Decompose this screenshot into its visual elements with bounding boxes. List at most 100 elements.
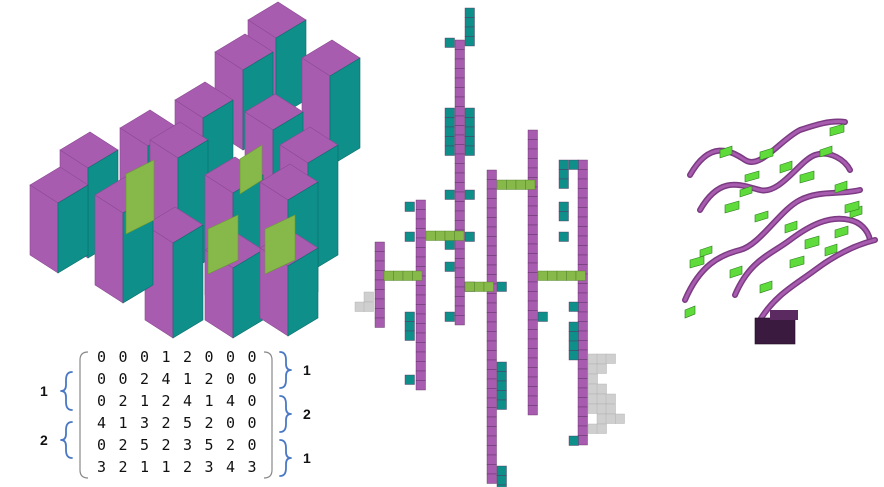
right-brace-2 <box>279 395 292 433</box>
magenta-column <box>486 169 497 180</box>
teal-stub <box>558 211 569 222</box>
green-leaf <box>739 185 753 198</box>
magenta-column <box>415 285 426 296</box>
magenta-column <box>486 340 497 351</box>
green-leaf <box>834 225 849 239</box>
magenta-column <box>486 188 497 199</box>
magenta-column <box>527 205 538 216</box>
magenta-column <box>486 388 497 399</box>
right-brace-1 <box>279 351 292 389</box>
magenta-column <box>527 234 538 245</box>
ribbon-highlight <box>758 238 877 322</box>
green-connector <box>506 179 517 190</box>
green-leaf <box>829 123 845 137</box>
magenta-column <box>527 281 538 292</box>
magenta-column <box>527 319 538 330</box>
green-highlight-face <box>125 159 155 235</box>
magenta-column <box>577 302 588 313</box>
left-brace-2 <box>60 421 73 459</box>
magenta-column <box>374 279 385 290</box>
magenta-column <box>527 386 538 397</box>
magenta-column <box>486 217 497 228</box>
gray-cell <box>596 383 607 394</box>
magenta-column <box>577 368 588 379</box>
teal-stub <box>464 145 475 156</box>
matrix-cell: 2 <box>119 392 128 410</box>
green-connector <box>515 179 526 190</box>
gray-cell <box>587 403 598 414</box>
magenta-column <box>415 218 426 229</box>
magenta-column <box>454 106 465 117</box>
matrix-cell: 0 <box>140 348 149 366</box>
gray-cell <box>596 363 607 374</box>
left-label-1: 1 <box>40 383 48 399</box>
magenta-column <box>577 226 588 237</box>
teal-stub <box>444 37 455 48</box>
magenta-column <box>374 241 385 252</box>
green-leaf <box>699 245 713 258</box>
magenta-column <box>415 209 426 220</box>
magenta-column <box>454 267 465 278</box>
magenta-column <box>486 255 497 266</box>
matrix-cell: 1 <box>140 458 149 476</box>
ribbon-strand <box>687 118 848 178</box>
magenta-column <box>486 397 497 408</box>
magenta-column <box>577 406 588 417</box>
teal-stub <box>558 231 569 242</box>
magenta-column <box>454 277 465 288</box>
magenta-column <box>374 260 385 271</box>
green-connector <box>412 270 423 281</box>
matrix-cell: 1 <box>205 392 214 410</box>
matrix-cell: 0 <box>248 414 257 432</box>
magenta-column <box>527 139 538 150</box>
magenta-column <box>527 215 538 226</box>
magenta-column <box>577 359 588 370</box>
matrix-cell: 0 <box>97 348 106 366</box>
magenta-column <box>486 407 497 418</box>
matrix-cell: 3 <box>248 458 257 476</box>
magenta-column <box>374 308 385 319</box>
matrix-cell: 1 <box>162 348 171 366</box>
teal-stub <box>568 159 579 170</box>
magenta-column <box>454 96 465 107</box>
matrix-cell: 2 <box>162 392 171 410</box>
matrix-cell: 1 <box>140 392 149 410</box>
matrix-cell: 5 <box>205 436 214 454</box>
gray-cell <box>605 393 616 404</box>
magenta-column <box>527 300 538 311</box>
magenta-column <box>415 361 426 372</box>
magenta-column <box>486 416 497 427</box>
teal-stub <box>558 201 569 212</box>
magenta-column <box>486 473 497 484</box>
matrix-cell: 1 <box>183 370 192 388</box>
teal-stub <box>464 231 475 242</box>
gray-cell <box>596 403 607 414</box>
green-highlight-face <box>207 214 239 275</box>
magenta-column <box>486 245 497 256</box>
magenta-column <box>415 304 426 315</box>
ribbon-base-block <box>754 317 796 345</box>
block-right-face <box>329 57 361 167</box>
green-connector <box>575 270 586 281</box>
magenta-column <box>454 68 465 79</box>
green-connector <box>444 230 455 241</box>
green-leaf <box>804 235 820 250</box>
matrix-cell: 3 <box>205 458 214 476</box>
teal-stub <box>404 321 415 332</box>
magenta-column <box>527 243 538 254</box>
magenta-column <box>454 220 465 231</box>
matrix-cell: 2 <box>162 414 171 432</box>
magenta-column <box>454 296 465 307</box>
teal-stub <box>568 321 579 332</box>
matrix-cell: 0 <box>205 348 214 366</box>
magenta-column <box>486 464 497 475</box>
magenta-column <box>577 197 588 208</box>
magenta-column <box>454 144 465 155</box>
green-connector <box>425 230 436 241</box>
green-connector <box>547 270 558 281</box>
ribbon-highlight <box>683 188 862 302</box>
matrix-cell: 2 <box>183 348 192 366</box>
gray-cell <box>354 301 365 312</box>
magenta-column <box>415 228 426 239</box>
magenta-column <box>374 298 385 309</box>
